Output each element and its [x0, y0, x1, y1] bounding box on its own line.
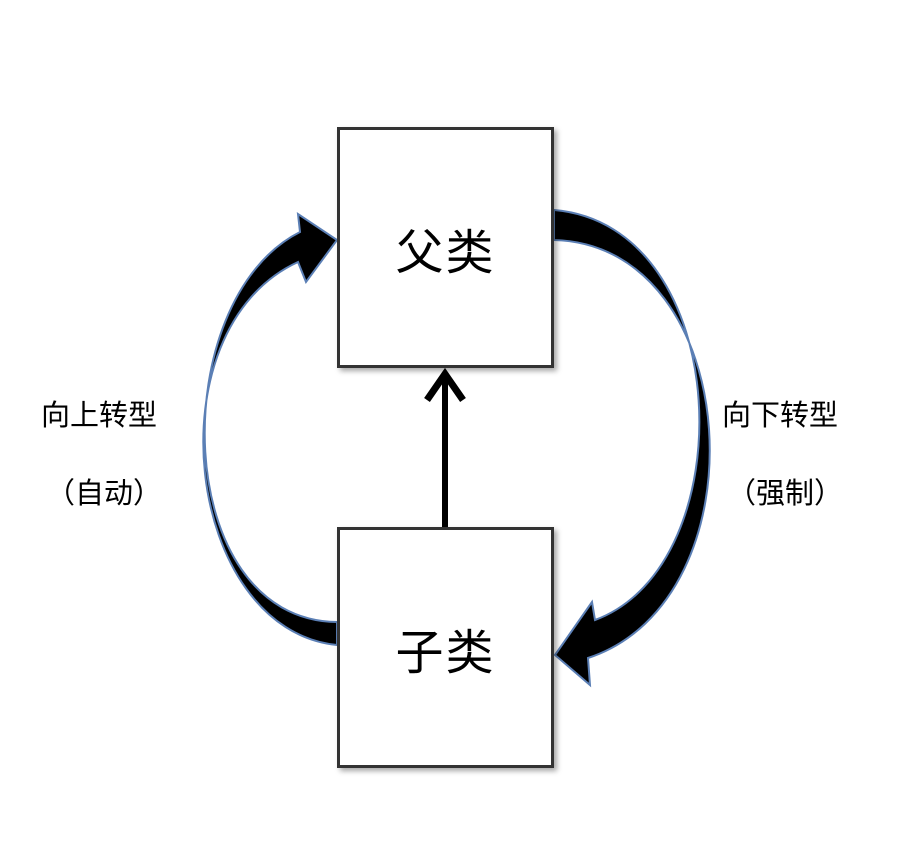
downcast-note: （强制）	[727, 476, 844, 510]
arrow-up-icon	[424, 367, 466, 402]
child-class-label: 子类	[395, 624, 496, 681]
downcast-title: 向下转型	[722, 398, 839, 432]
curved-arrow-up-icon	[202, 211, 339, 647]
parent-class-label: 父类	[395, 224, 496, 281]
curved-arrow-down-icon	[553, 208, 711, 688]
child-class-box: 子类	[337, 527, 554, 768]
upcast-title: 向上转型	[41, 398, 158, 432]
upcast-note: （自动）	[46, 476, 163, 510]
parent-class-box: 父类	[337, 127, 554, 368]
